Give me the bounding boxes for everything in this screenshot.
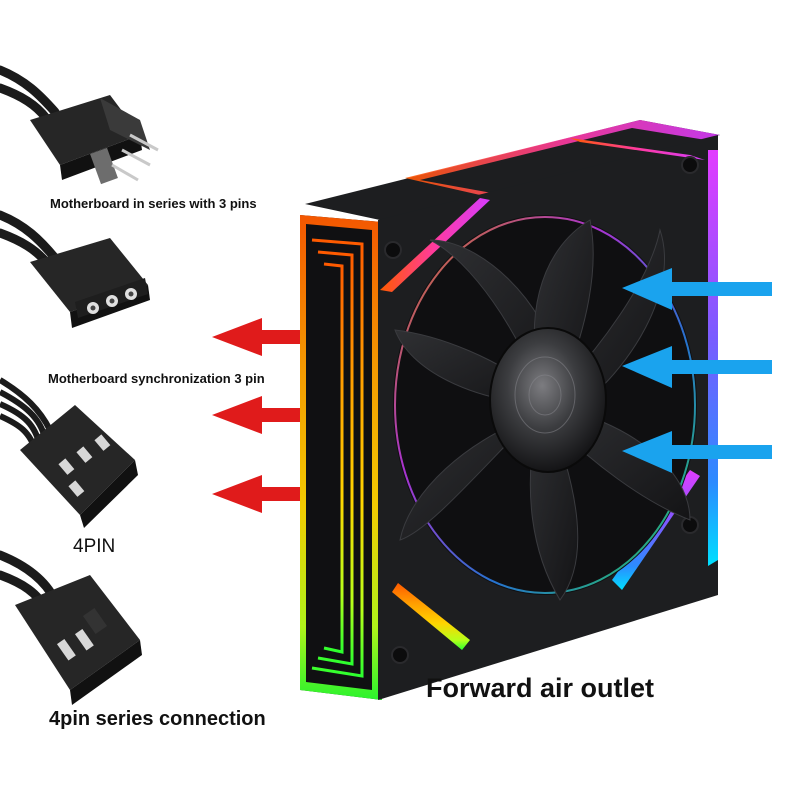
intake-arrow bbox=[622, 431, 772, 473]
intake-arrow bbox=[622, 346, 772, 388]
argb-3pin-series-connector-icon bbox=[0, 65, 159, 185]
connector-label-4pin: 4PIN bbox=[73, 536, 116, 557]
4pin-fan-connector-icon bbox=[0, 377, 138, 528]
product-caption: Forward air outlet bbox=[426, 673, 655, 703]
4pin-series-connector-icon bbox=[0, 550, 142, 705]
connector-label-3pin-series: Motherboard in series with 3 pins bbox=[50, 196, 257, 211]
intake-arrow bbox=[622, 268, 772, 310]
outlet-arrow bbox=[212, 396, 305, 434]
argb-3pin-sync-connector-icon bbox=[0, 210, 150, 328]
outlet-arrow bbox=[212, 318, 305, 356]
connector-label-3pin-sync: Motherboard synchronization 3 pin bbox=[48, 371, 265, 386]
outlet-arrow bbox=[212, 475, 305, 513]
connector-label-4pin-series: 4pin series connection bbox=[49, 708, 266, 730]
rgb-case-fan-icon bbox=[300, 120, 720, 700]
